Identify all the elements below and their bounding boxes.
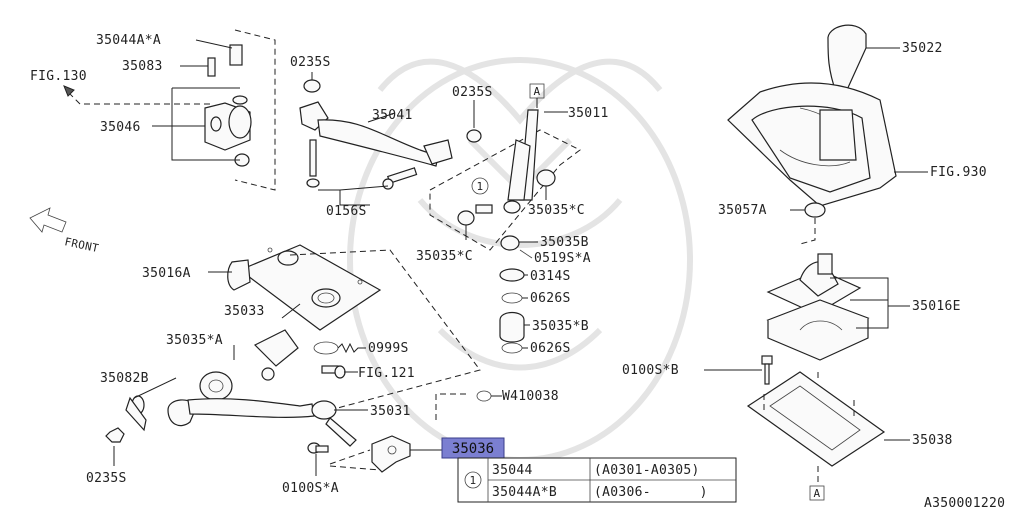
table-circle-marker: 1 (470, 474, 477, 487)
part-labels: 35044A*A 35083 FIG.130 35046 0235S 35041… (30, 33, 1005, 511)
label-35011[interactable]: 35011 (568, 106, 609, 121)
label-W410038[interactable]: W410038 (502, 389, 559, 404)
table-row-1-part: 35044 (492, 463, 533, 478)
label-0235S-lower[interactable]: 0235S (86, 471, 127, 486)
label-35038[interactable]: 35038 (912, 433, 953, 448)
label-35046[interactable]: 35046 (100, 120, 141, 135)
label-0100S-B[interactable]: 0100S*B (622, 363, 679, 378)
label-35035-C-left[interactable]: 35035*C (416, 249, 473, 264)
label-0235S-right[interactable]: 0235S (452, 85, 493, 100)
label-35044A-A[interactable]: 35044A*A (96, 33, 161, 48)
table-row-2-range: (A0306- ) (594, 485, 708, 500)
label-fig930[interactable]: FIG.930 (930, 165, 987, 180)
label-35083[interactable]: 35083 (122, 59, 163, 74)
label-0156S[interactable]: 0156S (326, 204, 367, 219)
label-35031[interactable]: 35031 (370, 404, 411, 419)
label-35035-C-right[interactable]: 35035*C (528, 203, 585, 218)
bracket-35036[interactable] (307, 435, 411, 473)
label-0314S[interactable]: 0314S (530, 269, 571, 284)
label-0235S-upper[interactable]: 0235S (290, 55, 331, 70)
highlight-part-number: 35036 (452, 441, 494, 457)
label-0626S-lower[interactable]: 0626S (530, 341, 571, 356)
table-row-2-part: 35044A*B (492, 485, 557, 500)
label-fig121[interactable]: FIG.121 (358, 366, 415, 381)
label-fig130[interactable]: FIG.130 (30, 69, 87, 84)
label-35035-A[interactable]: 35035*A (166, 333, 223, 348)
shift-lever-35011[interactable] (457, 83, 556, 354)
ref-box-a-bottom (809, 485, 825, 501)
label-35082B[interactable]: 35082B (100, 371, 149, 386)
highlight-35036[interactable]: 35036 (441, 437, 505, 459)
variant-table: 1 35044 (A0301-A0305) 35044A*B (A0306- ) (457, 457, 737, 503)
bolt-0100S-B[interactable] (761, 355, 773, 385)
label-ref-a-top: A (534, 85, 541, 98)
label-0519S-A[interactable]: 0519S*A (534, 251, 591, 266)
label-35035-B[interactable]: 35035*B (532, 319, 589, 334)
select-lever-rod-35041[interactable] (299, 79, 482, 190)
trim-plate-35038[interactable] (746, 371, 886, 467)
label-35035B[interactable]: 35035B (540, 235, 589, 250)
label-0999S[interactable]: 0999S (368, 341, 409, 356)
label-35057A[interactable]: 35057A (718, 203, 767, 218)
circle-1-marker: 1 (477, 180, 484, 193)
label-35016E[interactable]: 35016E (912, 299, 961, 314)
table-row-1-range: (A0301-A0305) (594, 463, 700, 478)
bushing-assembly-35046[interactable] (171, 29, 276, 191)
front-direction-arrow (29, 207, 67, 233)
housing-35016A[interactable] (227, 244, 382, 331)
label-0100S-A[interactable]: 0100S*A (282, 481, 339, 496)
diagram-id: A350001220 (924, 496, 1005, 511)
shift-rod-35031[interactable] (105, 329, 357, 447)
boot-assembly-35016E[interactable] (766, 253, 870, 361)
label-35022[interactable]: 35022 (902, 41, 943, 56)
label-front: FRONT (63, 235, 100, 255)
label-35041[interactable]: 35041 (372, 108, 413, 123)
label-0626S-upper[interactable]: 0626S (530, 291, 571, 306)
label-35033[interactable]: 35033 (224, 304, 265, 319)
label-35016A[interactable]: 35016A (142, 266, 191, 281)
label-ref-a-bottom: A (814, 487, 821, 500)
console-panel-fig930[interactable] (727, 82, 897, 207)
